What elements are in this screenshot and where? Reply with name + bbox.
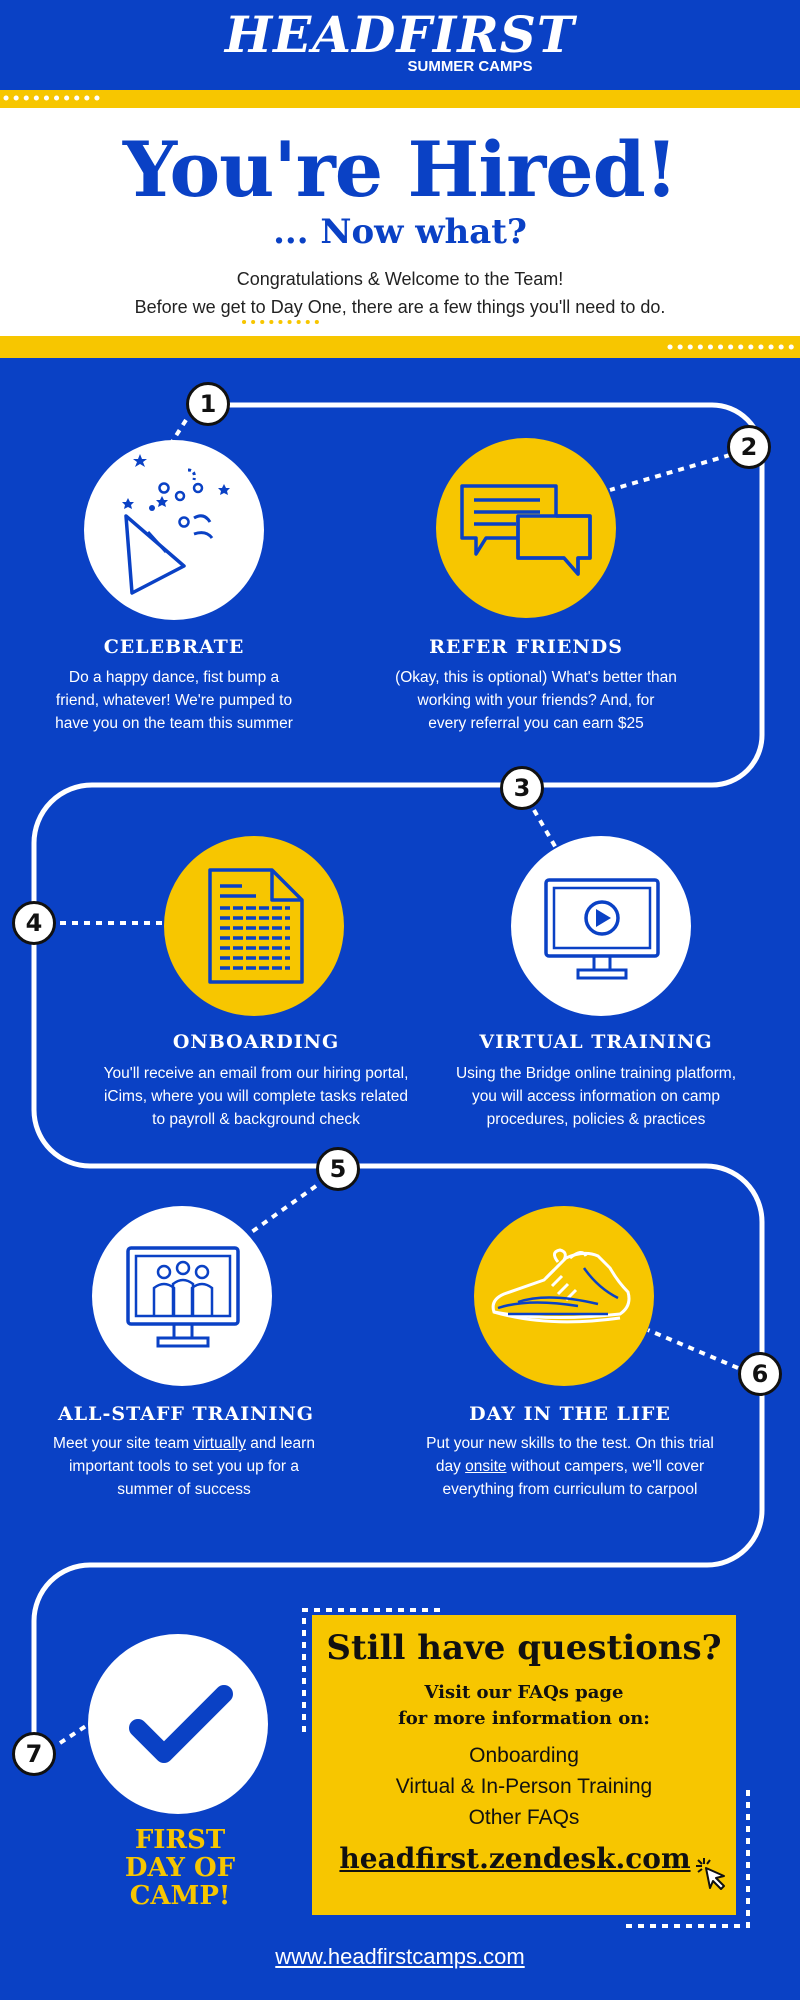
step-2-text: (Okay, this is optional) What's better t… bbox=[356, 666, 716, 735]
hero-line-1: Congratulations & Welcome to the Team! bbox=[236, 269, 564, 289]
step-3-text: Using the Bridge online training platfor… bbox=[416, 1062, 776, 1131]
first-day-line: CAMP! bbox=[129, 1881, 231, 1911]
step-6-text-part: day bbox=[435, 1458, 466, 1475]
video-monitor-icon bbox=[544, 878, 660, 980]
faq-link-training[interactable]: Virtual & In-Person Training bbox=[395, 1775, 653, 1798]
step-4-text: You'll receive an email from our hiring … bbox=[76, 1062, 436, 1131]
faq-link-onboarding[interactable]: Onboarding bbox=[469, 1744, 579, 1767]
step-2-line: working with your friends? And, for bbox=[417, 692, 655, 709]
step-number-5: 5 bbox=[316, 1147, 360, 1191]
questions-box bbox=[312, 1615, 736, 1915]
document-icon bbox=[208, 868, 304, 984]
team-monitor-icon bbox=[126, 1246, 240, 1348]
first-day-line: FIRST bbox=[134, 1825, 226, 1855]
hero-panel bbox=[0, 108, 800, 336]
step-5-line: Meet your site team virtually and learn bbox=[14, 1432, 354, 1455]
step-number-7: 7 bbox=[12, 1732, 56, 1776]
step-2-title: REFER FRIENDS bbox=[429, 636, 623, 658]
step-1-line: friend, whatever! We're pumped to bbox=[55, 692, 293, 709]
step-3-line: procedures, policies & practices bbox=[486, 1111, 706, 1128]
step-5-underlined-word: virtually bbox=[193, 1435, 246, 1452]
step-1-line: Do a happy dance, fist bump a bbox=[68, 669, 280, 686]
step-5-text-part: Meet your site team bbox=[53, 1435, 194, 1452]
mid-yellow-band bbox=[0, 336, 800, 358]
step-5-title: ALL-STAFF TRAINING bbox=[58, 1403, 314, 1425]
step-5-text: Meet your site team virtually and learn … bbox=[14, 1432, 354, 1501]
first-day-line: DAY OF bbox=[124, 1853, 236, 1883]
step-5-line: summer of success bbox=[117, 1481, 251, 1498]
mid-band-dots bbox=[667, 344, 799, 350]
step-1-title: CELEBRATE bbox=[103, 636, 245, 658]
hero-line-2: Before we get to Day One, there are a fe… bbox=[134, 297, 666, 317]
step-4-title: ONBOARDING bbox=[172, 1031, 340, 1053]
brand-name: HEADFIRST bbox=[224, 5, 576, 64]
step-6-line: day onsite without campers, we'll cover bbox=[390, 1455, 750, 1478]
top-yellow-band bbox=[0, 90, 800, 110]
zendesk-link[interactable]: headfirst.zendesk.com bbox=[339, 1842, 691, 1875]
step-4-line: iCims, where you will complete tasks rel… bbox=[103, 1088, 409, 1105]
party-popper-icon bbox=[122, 454, 230, 595]
step-6-line: everything from curriculum to carpool bbox=[442, 1481, 698, 1498]
step-1-circle bbox=[84, 440, 264, 620]
sneaker-icon bbox=[491, 1248, 631, 1324]
step-number-2: 2 bbox=[727, 425, 771, 469]
step-1-text: Do a happy dance, fist bump a friend, wh… bbox=[4, 666, 344, 735]
chat-bubbles-icon bbox=[460, 484, 592, 576]
step-5-text-part: and learn bbox=[246, 1435, 315, 1452]
step-number-6: 6 bbox=[738, 1352, 782, 1396]
step-4-line: You'll receive an email from our hiring … bbox=[103, 1065, 409, 1082]
step-3-line: you will access information on camp bbox=[471, 1088, 721, 1105]
brand-logo: HEADFIRST SUMMER CAMPS bbox=[0, 5, 800, 76]
hero-subtitle: ... Now what? bbox=[273, 212, 527, 252]
hero-dots bbox=[242, 320, 322, 324]
step-4-line: to payroll & background check bbox=[152, 1111, 360, 1128]
step-3-title: VIRTUAL TRAINING bbox=[479, 1031, 713, 1053]
checkmark-icon bbox=[129, 1685, 233, 1763]
step-5-line: important tools to set you up for a bbox=[68, 1458, 300, 1475]
questions-subtitle-2: for more information on: bbox=[398, 1708, 650, 1729]
step-2-line: every referral you can earn $25 bbox=[428, 715, 644, 732]
top-band-dots bbox=[3, 95, 107, 101]
step-6-circle bbox=[474, 1206, 654, 1386]
step-6-underlined-word: onsite bbox=[465, 1458, 507, 1475]
faq-link-other[interactable]: Other FAQs bbox=[468, 1806, 580, 1829]
step-6-text-part: without campers, we'll cover bbox=[506, 1458, 705, 1475]
step-6-title: DAY IN THE LIFE bbox=[469, 1403, 671, 1425]
brand-subtitle: SUMMER CAMPS bbox=[407, 58, 533, 75]
questions-title: Still have questions? bbox=[326, 1628, 722, 1668]
first-day-of-camp: FIRST DAY OF CAMP! bbox=[80, 1826, 280, 1910]
step-2-line: (Okay, this is optional) What's better t… bbox=[395, 669, 677, 686]
cursor-click-icon bbox=[696, 1858, 725, 1890]
step-number-3: 3 bbox=[500, 766, 544, 810]
step-number-1: 1 bbox=[186, 382, 230, 426]
step-number-4: 4 bbox=[12, 901, 56, 945]
step-1-line: have you on the team this summer bbox=[55, 715, 293, 732]
step-3-circle bbox=[511, 836, 691, 1016]
step-6-text: Put your new skills to the test. On this… bbox=[390, 1432, 750, 1501]
step-6-line: Put your new skills to the test. On this… bbox=[426, 1435, 714, 1452]
footer-website-link[interactable]: www.headfirstcamps.com bbox=[275, 1944, 525, 1969]
step-3-line: Using the Bridge online training platfor… bbox=[455, 1065, 736, 1082]
questions-subtitle-1: Visit our FAQs page bbox=[424, 1682, 624, 1703]
step-7-circle bbox=[88, 1634, 268, 1814]
step-5-circle bbox=[92, 1206, 272, 1386]
hero-title: You're Hired! bbox=[122, 125, 678, 214]
